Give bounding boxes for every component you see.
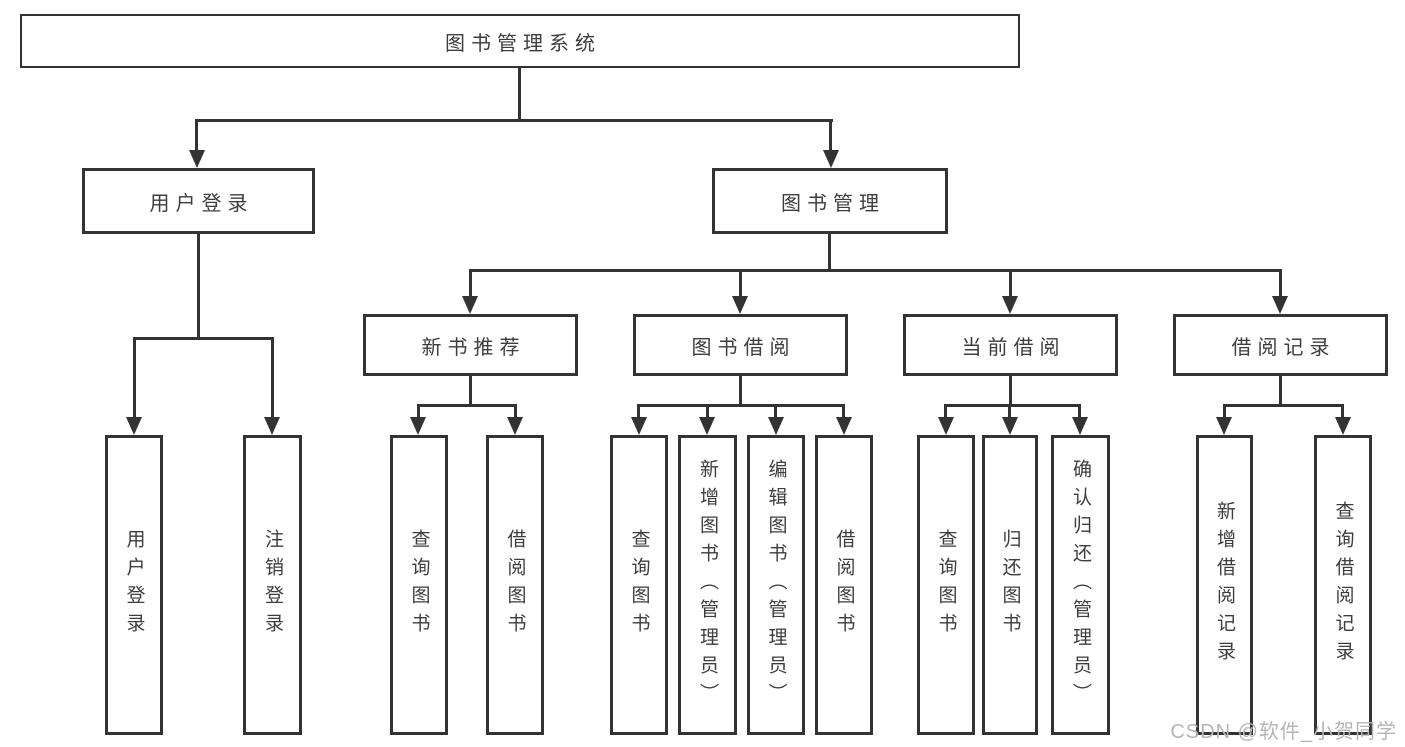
arrowhead-icon (938, 417, 954, 435)
leaf-add-borrow-record: 新增借阅记录 (1196, 435, 1253, 735)
leaf-label: 查询借阅记录 (1332, 501, 1354, 669)
connector-level2-right-drop (829, 119, 832, 153)
leaf-label: 借阅图书 (833, 529, 855, 641)
connector-borrow-stem (739, 376, 742, 407)
leaf-label: 新增图书（管理员） (697, 459, 718, 711)
arrowhead-icon (410, 417, 426, 435)
leaf-logout: 注销登录 (243, 435, 302, 735)
connector-root-stem (518, 68, 521, 121)
leaf-label: 归还图书 (999, 529, 1021, 641)
arrowhead-icon (1002, 417, 1018, 435)
connector-level3-drop (1009, 269, 1012, 299)
leaf-query-books: 查询图书 (390, 435, 448, 735)
arrowhead-icon (1272, 296, 1288, 314)
connector-level3-split (469, 269, 1282, 272)
arrowhead-icon (1216, 417, 1232, 435)
node-borrow-records: 借阅记录 (1173, 314, 1388, 376)
connector-user-stem (197, 234, 200, 340)
connector-user-right-drop (271, 337, 274, 419)
connector-leaf-drop (637, 404, 640, 419)
leaf-query-borrow-record: 查询借阅记录 (1314, 435, 1372, 735)
arrowhead-icon (1072, 417, 1088, 435)
arrowhead-icon (836, 417, 852, 435)
leaf-query-books: 查询图书 (610, 435, 668, 735)
connector-leaf-drop (514, 404, 517, 419)
connector-level3-drop (469, 269, 472, 299)
leaf-confirm-return-admin: 确认归还（管理员） (1051, 435, 1110, 735)
connector-leaf-drop (1078, 404, 1081, 419)
leaf-borrow-books: 借阅图书 (815, 435, 873, 735)
connector-level3-drop (1279, 269, 1282, 299)
connector-user-left-drop (133, 337, 136, 419)
arrowhead-icon (126, 417, 142, 435)
connector-leaf-drop (1008, 404, 1011, 419)
leaf-query-books: 查询图书 (917, 435, 975, 735)
connector-leaf-drop (944, 404, 947, 419)
connector-borrow-split (637, 404, 845, 407)
leaf-label: 确认归还（管理员） (1070, 459, 1091, 711)
leaf-label: 查询图书 (628, 529, 650, 641)
connector-recommend-stem (469, 376, 472, 407)
connector-user-split (133, 337, 274, 340)
connector-leaf-drop (417, 404, 420, 419)
leaf-label: 借阅图书 (504, 529, 526, 641)
connector-level2-split (195, 119, 833, 122)
arrowhead-icon (462, 296, 478, 314)
node-new-book-recommend: 新书推荐 (363, 314, 578, 376)
node-book-borrow: 图书借阅 (633, 314, 848, 376)
connector-leaf-drop (1341, 404, 1344, 419)
arrowhead-icon (732, 296, 748, 314)
leaf-label: 注销登录 (262, 529, 283, 641)
arrowhead-icon (823, 150, 839, 168)
arrowhead-icon (189, 150, 205, 168)
connector-current-split (944, 404, 1081, 407)
connector-records-split (1223, 404, 1344, 407)
arrowhead-icon (1002, 296, 1018, 314)
node-current-borrow: 当前借阅 (903, 314, 1118, 376)
connector-level2-left-drop (195, 119, 198, 153)
leaf-label: 查询图书 (408, 529, 430, 641)
connector-records-stem (1279, 376, 1282, 407)
arrowhead-icon (631, 417, 647, 435)
connector-management-stem (828, 234, 831, 272)
leaf-label: 用户登录 (123, 529, 145, 641)
connector-level3-drop (739, 269, 742, 299)
connector-leaf-drop (1223, 404, 1226, 419)
arrowhead-icon (264, 417, 280, 435)
connector-recommend-split (417, 404, 517, 407)
leaf-return-books: 归还图书 (982, 435, 1038, 735)
leaf-borrow-books: 借阅图书 (486, 435, 544, 735)
connector-leaf-drop (706, 404, 709, 419)
leaf-label: 新增借阅记录 (1214, 501, 1235, 669)
leaf-user-login: 用户登录 (105, 435, 163, 735)
leaf-add-books-admin: 新增图书（管理员） (678, 435, 737, 735)
arrowhead-icon (768, 417, 784, 435)
node-library-management-system: 图书管理系统 (20, 14, 1020, 68)
leaf-label: 编辑图书（管理员） (765, 459, 787, 711)
node-book-management: 图书管理 (712, 168, 948, 234)
leaf-edit-books-admin: 编辑图书（管理员） (747, 435, 805, 735)
connector-current-stem (1009, 376, 1012, 407)
node-user-login: 用户登录 (82, 168, 315, 234)
arrowhead-icon (1335, 417, 1351, 435)
connector-leaf-drop (774, 404, 777, 419)
csdn-watermark: CSDN @软件_小贺同学 (1170, 721, 1397, 743)
arrowhead-icon (699, 417, 715, 435)
connector-leaf-drop (842, 404, 845, 419)
arrowhead-icon (507, 417, 523, 435)
leaf-label: 查询图书 (935, 529, 957, 641)
